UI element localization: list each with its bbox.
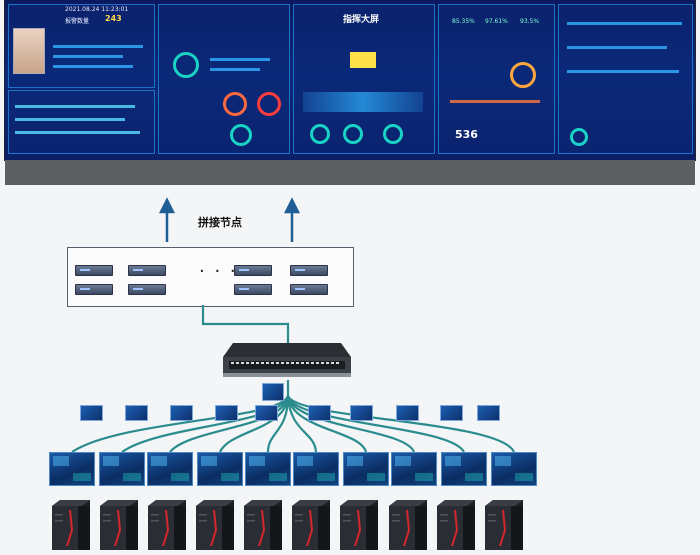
gauge-kpi (510, 62, 536, 88)
kpi-1: 85.35% (452, 18, 475, 25)
profile-photo (13, 28, 45, 74)
thumbnail (308, 405, 331, 421)
header-date: 2021.08.24 11:23:01 (65, 6, 129, 13)
gauge-right-panel (570, 128, 588, 146)
thumbnail (80, 405, 103, 421)
kpi-2: 97.61% (485, 18, 508, 25)
gauge-right (257, 92, 281, 116)
gauge-center-3 (383, 124, 403, 144)
workstation-tower (100, 500, 138, 550)
network-switch (223, 343, 351, 377)
thumbnail (125, 405, 148, 421)
thumbnail (255, 405, 278, 421)
kpi-panel (438, 4, 555, 154)
client-screen (391, 452, 437, 486)
node-server (128, 265, 166, 276)
client-screen (197, 452, 243, 486)
switch-thumbnail (262, 383, 284, 401)
timer-value: 536 (455, 128, 478, 141)
gauge-bottom (230, 124, 252, 146)
node-server (75, 284, 113, 295)
workstation-tower (196, 500, 234, 550)
video-wall-frame (5, 160, 695, 185)
client-screen (99, 452, 145, 486)
client-screen (491, 452, 537, 486)
wall-title: 指挥大屏 (343, 15, 380, 25)
node-server (290, 265, 328, 276)
center-wave (303, 92, 423, 112)
workstation-tower (52, 500, 90, 550)
left-list-panel (8, 90, 155, 154)
thumbnail (215, 405, 238, 421)
center-highlight (350, 52, 376, 68)
splice-node-box (67, 247, 354, 307)
node-server (75, 265, 113, 276)
workstation-tower (292, 500, 330, 550)
node-server (234, 265, 272, 276)
client-screen (49, 452, 95, 486)
workstation-tower (148, 500, 186, 550)
client-screen (147, 452, 193, 486)
thumbnail (170, 405, 193, 421)
gauge-left (173, 52, 199, 78)
video-wall-dashboard: 2021.08.24 11:23:01 报警数量 243 指挥大屏 85.35%… (5, 0, 695, 160)
thumbnail (477, 405, 500, 421)
ellipsis: · · · (199, 261, 238, 282)
client-screen (245, 452, 291, 486)
client-screen (343, 452, 389, 486)
node-server (128, 284, 166, 295)
workstation-tower (340, 500, 378, 550)
alert-label: 报警数量 (65, 18, 90, 25)
gauge-center-2 (343, 124, 363, 144)
node-server (234, 284, 272, 295)
kpi-3: 93.5% (520, 18, 540, 25)
client-screen (293, 452, 339, 486)
workstation-tower (389, 500, 427, 550)
workstation-tower (244, 500, 282, 550)
gauge-center-1 (310, 124, 330, 144)
workstation-tower (437, 500, 475, 550)
thumbnail (350, 405, 373, 421)
node-server (290, 284, 328, 295)
thumbnail (396, 405, 419, 421)
gauge-mid (223, 92, 247, 116)
splice-node-label: 拼接节点 (198, 216, 242, 229)
client-screen (441, 452, 487, 486)
metrics-panel (158, 4, 290, 154)
thumbnail (440, 405, 463, 421)
workstation-tower (485, 500, 523, 550)
alert-counter: 243 (105, 14, 122, 23)
